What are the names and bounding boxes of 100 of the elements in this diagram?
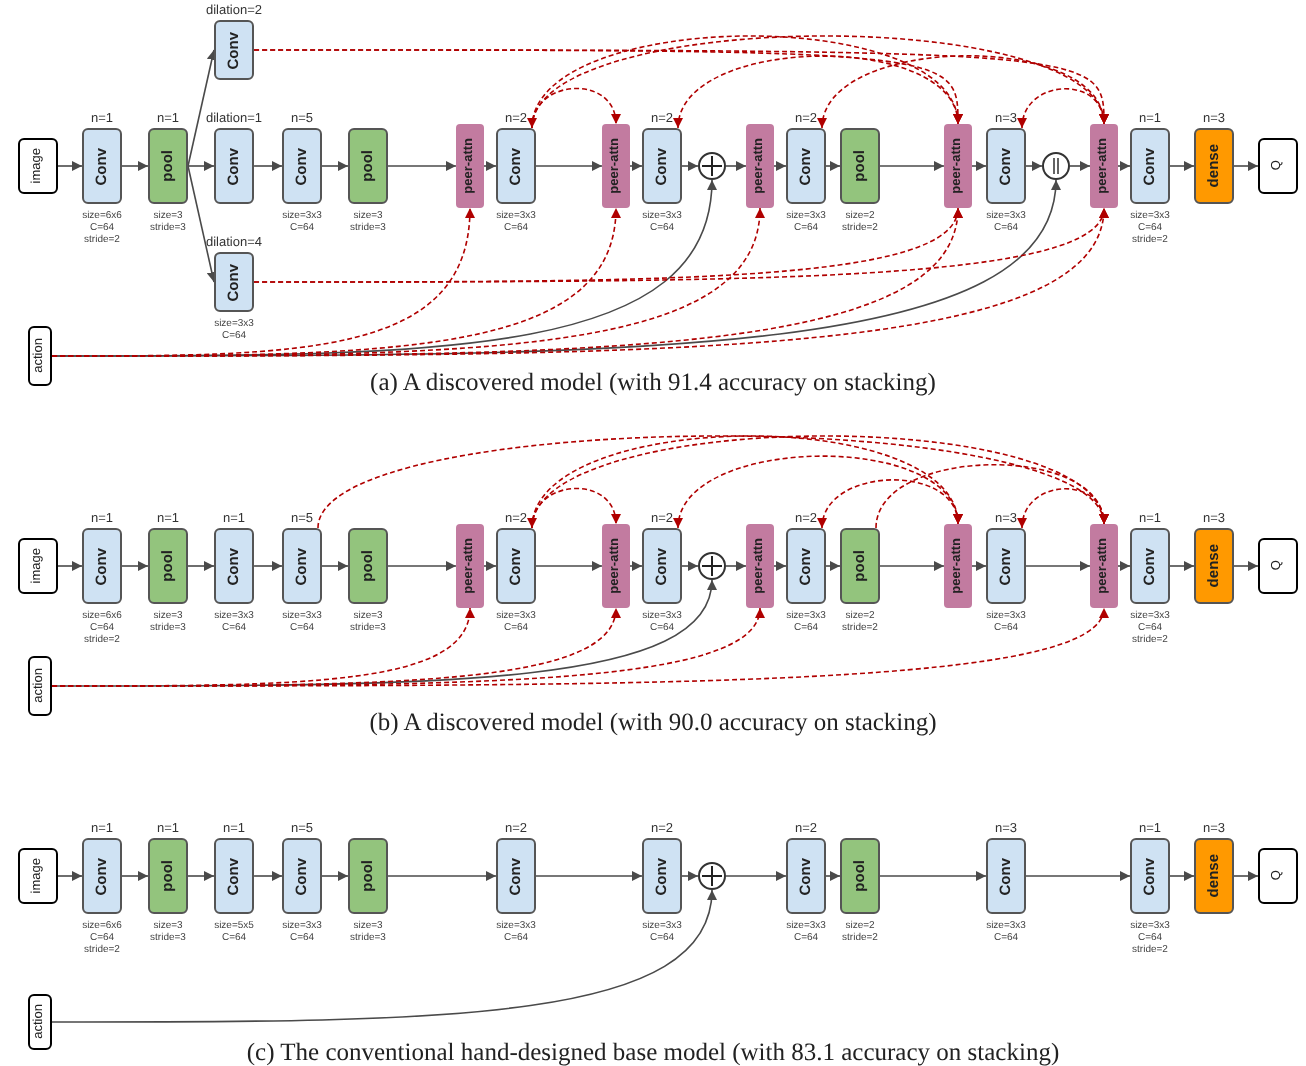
io-box <box>28 326 52 386</box>
conv-block <box>496 528 536 604</box>
arrow <box>681 561 699 571</box>
arrow <box>681 871 699 881</box>
peer-attention-block <box>602 524 630 608</box>
dense-block <box>1194 128 1234 204</box>
pool-block <box>840 128 880 204</box>
dense-block <box>1194 838 1234 914</box>
io-box <box>1258 138 1298 194</box>
conv-block <box>214 128 254 204</box>
arrow <box>187 165 217 283</box>
conv-block <box>1130 838 1170 914</box>
arrow <box>187 561 215 571</box>
conv-block <box>1130 528 1170 604</box>
conv-block <box>496 128 536 204</box>
dashed-arrow <box>675 455 961 529</box>
arrow <box>725 561 747 571</box>
arrow <box>629 561 643 571</box>
dashed-arrow <box>531 35 960 129</box>
conv-block <box>986 128 1026 204</box>
peer-attention-block <box>1090 124 1118 208</box>
pool-block <box>348 128 388 204</box>
peer-attention-block <box>1090 524 1118 608</box>
io-box <box>18 848 58 904</box>
arrow <box>879 871 987 881</box>
dashed-arrow <box>818 479 962 529</box>
arrow <box>121 561 149 571</box>
arrow <box>1169 561 1195 571</box>
arrow <box>187 49 217 167</box>
arrow <box>825 871 841 881</box>
arrow <box>57 871 83 881</box>
arrow <box>879 161 945 171</box>
arrow <box>879 561 945 571</box>
io-box <box>28 994 52 1050</box>
subfigure-caption: (a) A discovered model (with 91.4 accuracy on stacking) <box>370 368 936 396</box>
conv-block <box>986 528 1026 604</box>
conv-block <box>282 838 322 914</box>
arrow <box>321 161 349 171</box>
arrow <box>387 871 497 881</box>
arrow <box>1233 871 1259 881</box>
dense-block <box>1194 528 1234 604</box>
arrow <box>825 161 841 171</box>
arrow <box>629 161 643 171</box>
io-box <box>1258 848 1298 904</box>
dashed-arrow <box>819 55 1107 129</box>
conv-block <box>786 838 826 914</box>
arrow <box>483 161 497 171</box>
arrow <box>1117 161 1131 171</box>
conv-block <box>986 838 1026 914</box>
arrow <box>1169 871 1195 881</box>
conv-block <box>282 128 322 204</box>
arrow <box>121 871 149 881</box>
conv-block <box>496 838 536 914</box>
arrow <box>725 161 747 171</box>
arrow <box>773 561 787 571</box>
arrow <box>971 161 987 171</box>
dashed-arrow <box>317 435 1105 529</box>
arrow <box>57 161 83 171</box>
conv-block <box>642 128 682 204</box>
conv-block <box>642 528 682 604</box>
peer-attention-block <box>746 124 774 208</box>
peer-attention-block <box>456 524 484 608</box>
io-box <box>18 138 58 194</box>
arrow <box>483 561 497 571</box>
io-box <box>18 538 58 594</box>
dashed-arrow <box>528 487 620 529</box>
conv-block <box>786 128 826 204</box>
arrow <box>825 561 841 571</box>
pool-block <box>148 528 188 604</box>
arrow <box>725 871 787 881</box>
conv-block <box>642 838 682 914</box>
dashed-arrow <box>1018 488 1108 529</box>
arrow <box>1025 161 1043 171</box>
pool-block <box>840 528 880 604</box>
dashed-arrow <box>531 435 960 529</box>
arrow <box>971 561 987 571</box>
arrow <box>387 161 457 171</box>
arrow <box>51 889 716 1023</box>
conv-block <box>214 20 254 80</box>
arrow <box>321 871 349 881</box>
arrow <box>321 561 349 571</box>
arrow <box>1233 561 1259 571</box>
peer-attention-block <box>944 524 972 608</box>
arrow <box>1117 561 1131 571</box>
arrow <box>121 161 149 171</box>
peer-attention-block <box>746 524 774 608</box>
io-box <box>1258 538 1298 594</box>
pool-block <box>348 838 388 914</box>
arrow <box>535 871 643 881</box>
arrow <box>1233 161 1259 171</box>
conv-block <box>214 252 254 312</box>
conv-block <box>82 128 122 204</box>
pool-block <box>148 838 188 914</box>
arrow <box>253 871 283 881</box>
dashed-arrow <box>1018 88 1108 129</box>
arrow <box>57 561 83 571</box>
conv-block <box>214 528 254 604</box>
arrow <box>1169 161 1195 171</box>
arrow <box>1025 871 1131 881</box>
arrow <box>387 561 457 571</box>
